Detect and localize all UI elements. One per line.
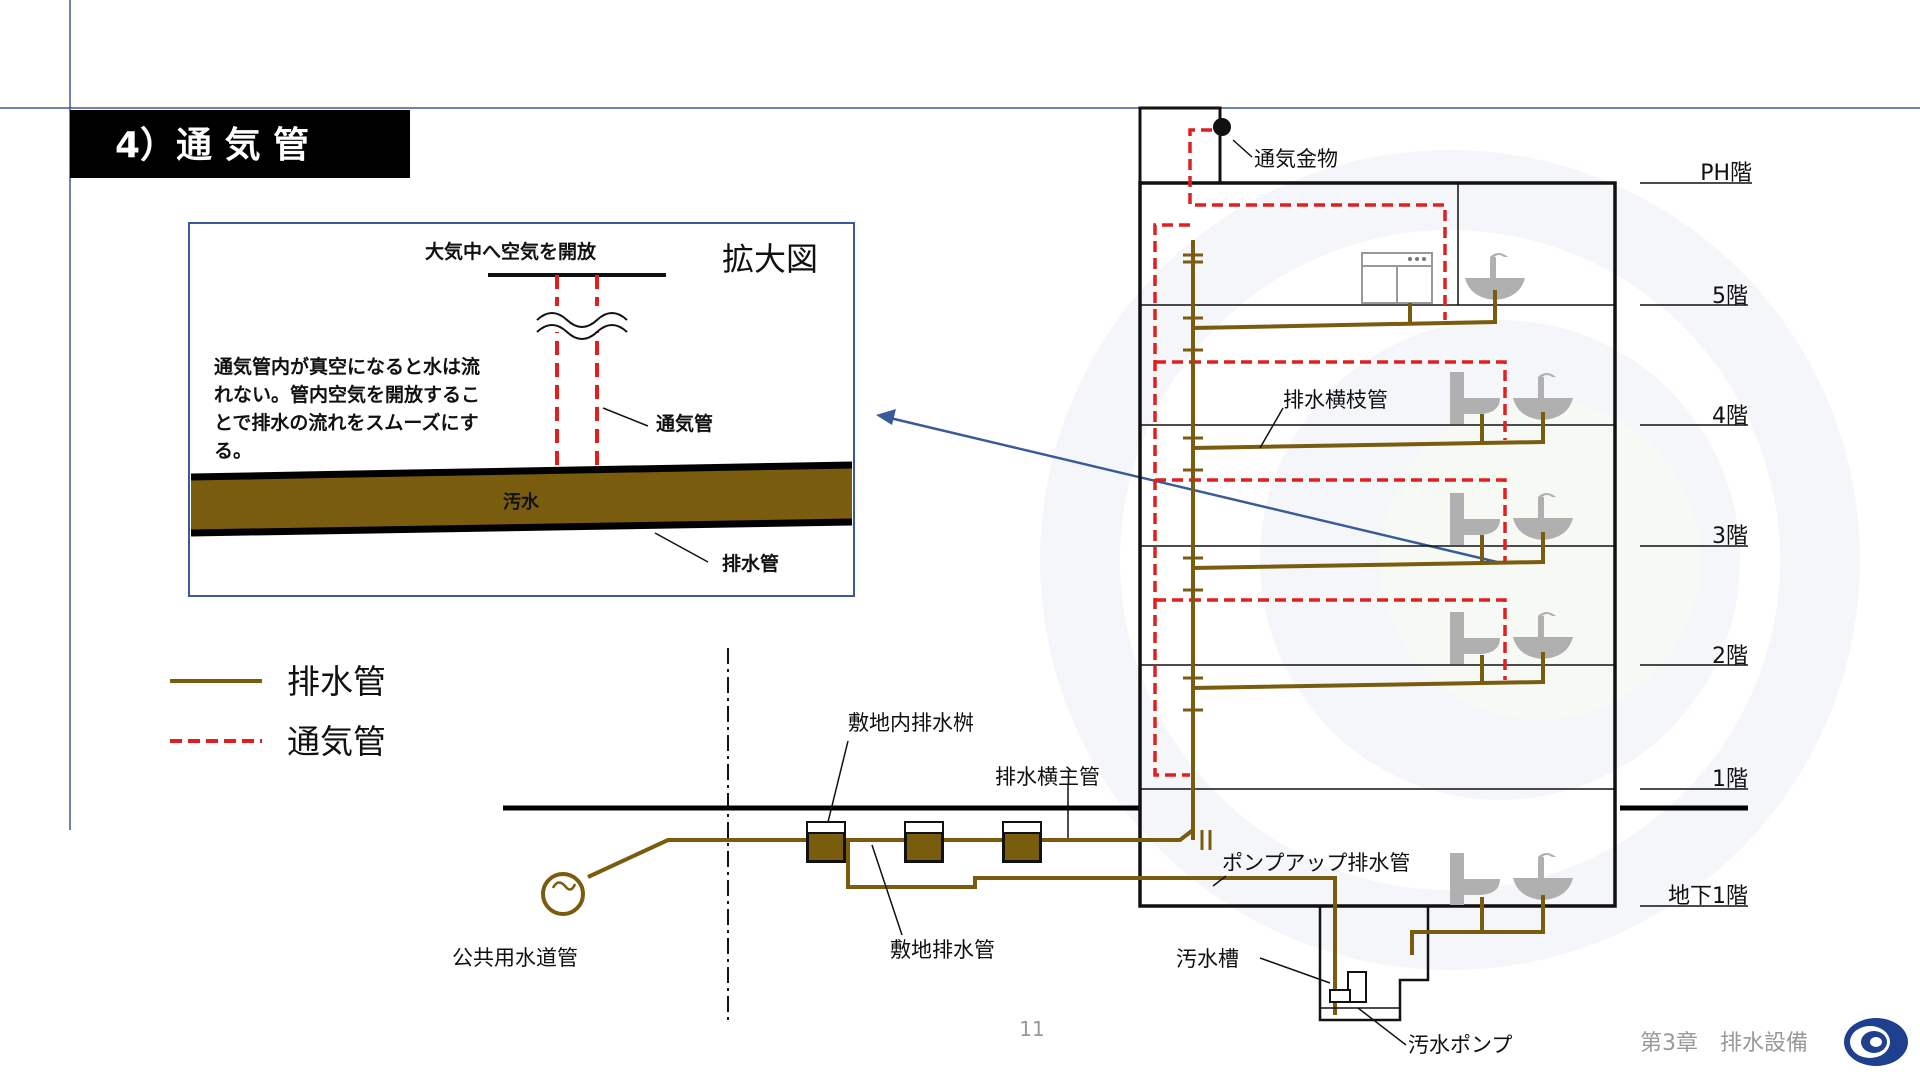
wash-basin-icon-4f	[1513, 373, 1573, 420]
inset-drain-label: 排水管	[722, 552, 779, 575]
legend-vent-label: 通気管	[287, 722, 386, 761]
stack-fittings	[1183, 253, 1212, 850]
wash-basin-icon-5f	[1465, 253, 1525, 300]
kitchen-sink-icon	[1361, 252, 1433, 304]
open-to-air-label: 大気中へ空気を開放	[425, 240, 597, 263]
public-sewer-label: 公共用水道管	[452, 946, 578, 970]
background-watermark	[1040, 150, 1860, 970]
wash-basin-icon-b1	[1513, 853, 1573, 900]
sewage-pump-icon	[1320, 971, 1400, 1009]
floor-label-b1: 地下1階	[1668, 884, 1748, 909]
footer-chapter: 第3章 排水設備	[1640, 1031, 1808, 1056]
explanation-line-4: る。	[214, 440, 252, 462]
explanation-line-3: とで排水の流れをスムーズにす	[214, 411, 479, 434]
legend: 排水管 通気管	[170, 662, 386, 761]
sewage-pump-label: 汚水ポンプ	[1408, 1033, 1512, 1057]
inset-title: 拡大図	[722, 240, 818, 278]
inset-panel: 拡大図 大気中へ空気を開放 通気管内が真空になると水は流 れない。管内空気を開放…	[188, 222, 855, 597]
explanation-line-2: れない。管内空気を開放するこ	[214, 383, 480, 406]
toilet-icon-4f	[1450, 372, 1500, 424]
floor-label-ph: PH階	[1700, 161, 1752, 186]
toilet-icon-3f	[1450, 493, 1500, 545]
callouts	[827, 139, 1407, 1046]
wash-basin-icon-2f	[1513, 612, 1573, 659]
explanation-line-1: 通気管内が真空になると水は流	[214, 355, 480, 378]
sewage-tank-label: 汚水槽	[1176, 947, 1239, 971]
fixtures	[1450, 253, 1573, 905]
legend-drain-label: 排水管	[287, 662, 386, 701]
floor-label-1: 1階	[1712, 767, 1748, 792]
inset-vent-label: 通気管	[656, 412, 713, 435]
floor-label-3: 3階	[1712, 524, 1748, 549]
pumpup-drain-label: ポンプアップ排水管	[1222, 851, 1410, 875]
sewage-label: 汚水	[503, 491, 540, 513]
section-title-bar	[70, 110, 410, 178]
vent-fitting-icon	[1213, 118, 1231, 136]
toilet-icon-2f	[1450, 612, 1500, 664]
main-drain-label: 排水横主管	[995, 765, 1100, 789]
site-basin-label: 敷地内排水桝	[848, 711, 974, 735]
wash-basin-icon-3f	[1513, 493, 1573, 540]
vent-pipes	[1153, 128, 1507, 777]
site-basins	[806, 821, 1042, 863]
floor-labels: PH階 5階 4階 3階 2階 1階 地下1階	[1640, 161, 1752, 909]
vent-fitting-label: 通気金物	[1254, 147, 1338, 171]
page-number: 11	[1019, 1017, 1044, 1041]
branch-drain-label: 排水横枝管	[1283, 388, 1388, 412]
site-drain-label: 敷地排水管	[890, 938, 995, 962]
toilet-icon-b1	[1450, 853, 1500, 905]
section-title: 4）通 気 管	[115, 125, 309, 166]
public-sewer-icon	[541, 872, 585, 916]
pointer-arrowhead	[876, 409, 896, 425]
building	[1138, 106, 1617, 1022]
logo-icon	[1844, 1018, 1908, 1066]
